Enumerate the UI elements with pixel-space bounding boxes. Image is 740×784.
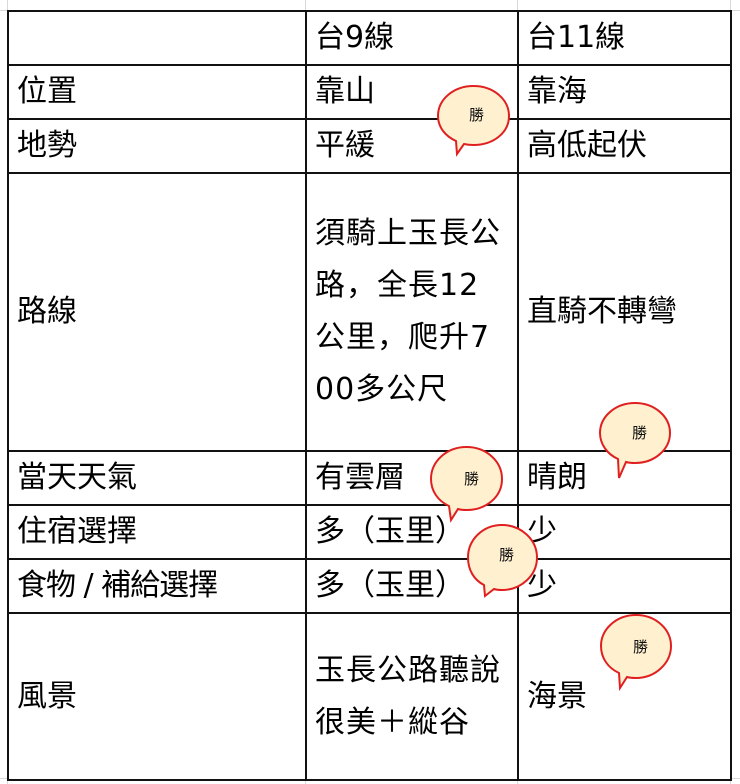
cell-tai9[interactable]: 有雲層 — [305, 450, 519, 506]
bubble-label: 勝 — [499, 546, 515, 564]
table-row: 住宿選擇 多（玉里） 少 — [7, 504, 732, 560]
row-label[interactable]: 住宿選擇 — [7, 504, 307, 560]
table-row: 食物 / 補給選擇 多（玉里） 少 — [7, 558, 732, 614]
speech-bubble-icon — [598, 401, 672, 479]
speech-bubble-icon — [466, 523, 539, 598]
table-row: 位置 靠山 靠海 — [7, 64, 732, 120]
table-row: 風景 玉長公路聽說很美＋縱谷 海景 — [7, 612, 732, 781]
cell-tai11[interactable]: 少 — [517, 558, 732, 614]
table-row: 地勢 平緩 高低起伏 — [7, 118, 732, 174]
row-label[interactable]: 路線 — [7, 172, 307, 452]
header-cell-tai11[interactable]: 台11線 — [517, 10, 732, 66]
bubble-label: 勝 — [632, 424, 648, 442]
table-row: 當天天氣 有雲層 晴朗 — [7, 450, 732, 506]
cell-tai11[interactable]: 海景 — [517, 612, 732, 781]
bubble-label: 勝 — [633, 638, 649, 656]
row-label[interactable]: 當天天氣 — [7, 450, 307, 506]
header-cell-empty[interactable] — [7, 10, 307, 66]
cell-tai9[interactable]: 須騎上玉長公路，全長12公里，爬升700多公尺 — [305, 172, 519, 452]
header-cell-tai9[interactable]: 台9線 — [305, 10, 519, 66]
header-row: 台9線 台11線 — [7, 10, 732, 66]
cell-tai11[interactable]: 高低起伏 — [517, 118, 732, 174]
speech-bubble-icon — [599, 613, 673, 692]
row-label[interactable]: 位置 — [7, 64, 307, 120]
speech-bubble-icon — [429, 445, 504, 523]
cell-tai11[interactable]: 少 — [517, 504, 732, 560]
bubble-label: 勝 — [464, 470, 480, 488]
cell-tai11[interactable]: 靠海 — [517, 64, 732, 120]
speech-bubble-icon — [436, 84, 511, 157]
row-label[interactable]: 風景 — [7, 612, 307, 781]
row-label[interactable]: 食物 / 補給選擇 — [7, 558, 307, 614]
bubble-label: 勝 — [469, 106, 485, 124]
row-label[interactable]: 地勢 — [7, 118, 307, 174]
cell-tai9[interactable]: 玉長公路聽說很美＋縱谷 — [305, 612, 519, 781]
